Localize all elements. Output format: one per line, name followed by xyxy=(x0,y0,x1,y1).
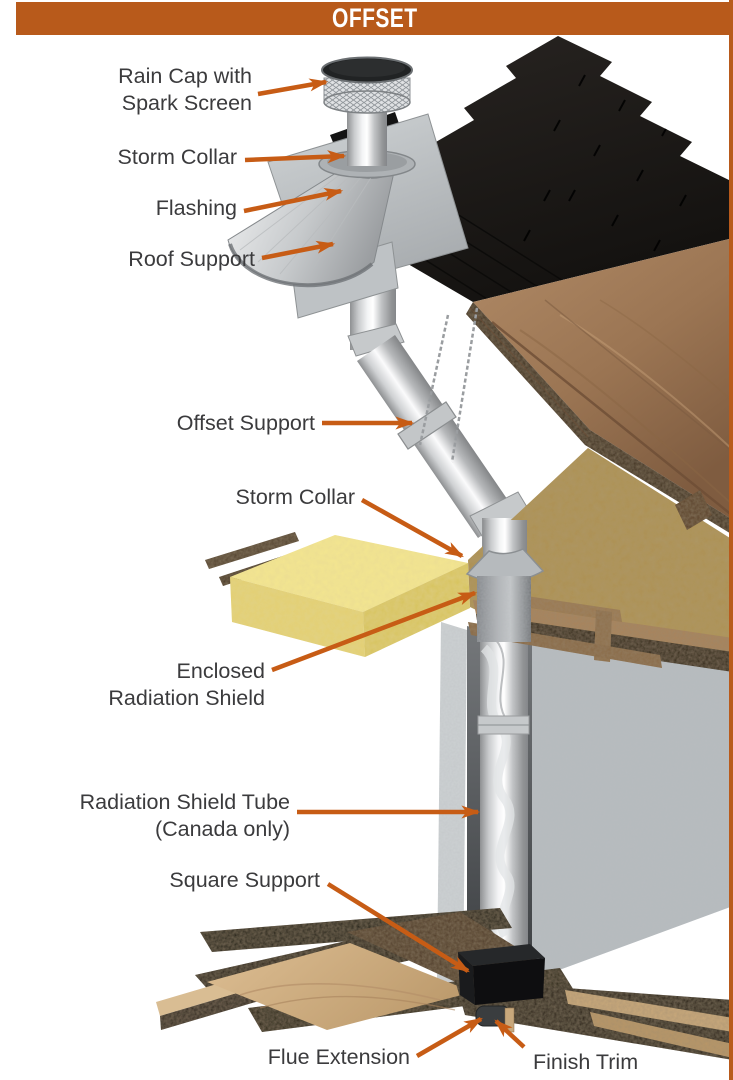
attic-floor xyxy=(205,448,733,672)
roof-support-arrow xyxy=(261,240,336,261)
section-title: OFFSET xyxy=(331,3,418,33)
storm-collar-upper-arrow xyxy=(244,150,347,164)
chase-wall-left xyxy=(437,622,467,986)
callout-arrows xyxy=(243,78,526,1058)
spark-screen-mesh xyxy=(324,78,410,113)
chase-wall-right xyxy=(520,632,733,980)
support-chain xyxy=(450,307,479,463)
label-square-support: Square Support xyxy=(169,868,320,892)
finish-trim-arrow xyxy=(494,1019,526,1049)
flue-extension-arrow xyxy=(415,1017,483,1058)
label-finish-trim: Finish Trim xyxy=(533,1050,639,1074)
insulation-batt xyxy=(230,535,470,657)
label-storm-collar-lower: Storm Collar xyxy=(235,485,355,509)
label-offset-support: Offset Support xyxy=(176,411,315,435)
offset-support-band xyxy=(397,401,457,450)
square-support-part xyxy=(458,944,545,1005)
label-rain-cap: Rain Cap with Spark Screen xyxy=(118,64,252,115)
square-support-arrow xyxy=(326,882,470,973)
subfloor-panel xyxy=(207,943,473,1030)
label-roof-support: Roof Support xyxy=(128,247,255,271)
label-enclosed-radiation-shield: Enclosed Radiation Shield xyxy=(108,659,265,710)
label-flue-extension: Flue Extension xyxy=(267,1045,410,1069)
storm-collar-lower-arrow xyxy=(360,498,464,558)
enclosed-radiation-shield-arrow xyxy=(271,590,478,673)
label-storm-collar-upper: Storm Collar xyxy=(117,145,237,169)
offset-pipe xyxy=(357,335,516,538)
section-header: OFFSET xyxy=(16,2,733,35)
rain-cap xyxy=(321,56,413,114)
attic-joists xyxy=(468,592,733,672)
wall-chase xyxy=(437,622,733,986)
flashing-arrow xyxy=(243,187,344,214)
label-flashing: Flashing xyxy=(155,196,237,220)
support-chain xyxy=(418,314,450,446)
label-radiation-shield-tube: Radiation Shield Tube (Canada only) xyxy=(79,790,290,841)
roof-deck-underside xyxy=(466,238,733,535)
rain-cap-arrow xyxy=(257,78,329,97)
storm-collar-lower-part xyxy=(465,520,545,583)
bottom-floor xyxy=(156,908,733,1060)
chimney-pipe-top xyxy=(347,104,387,166)
enclosed-radiation-shield-part xyxy=(477,576,531,642)
page-right-border xyxy=(729,0,733,1080)
